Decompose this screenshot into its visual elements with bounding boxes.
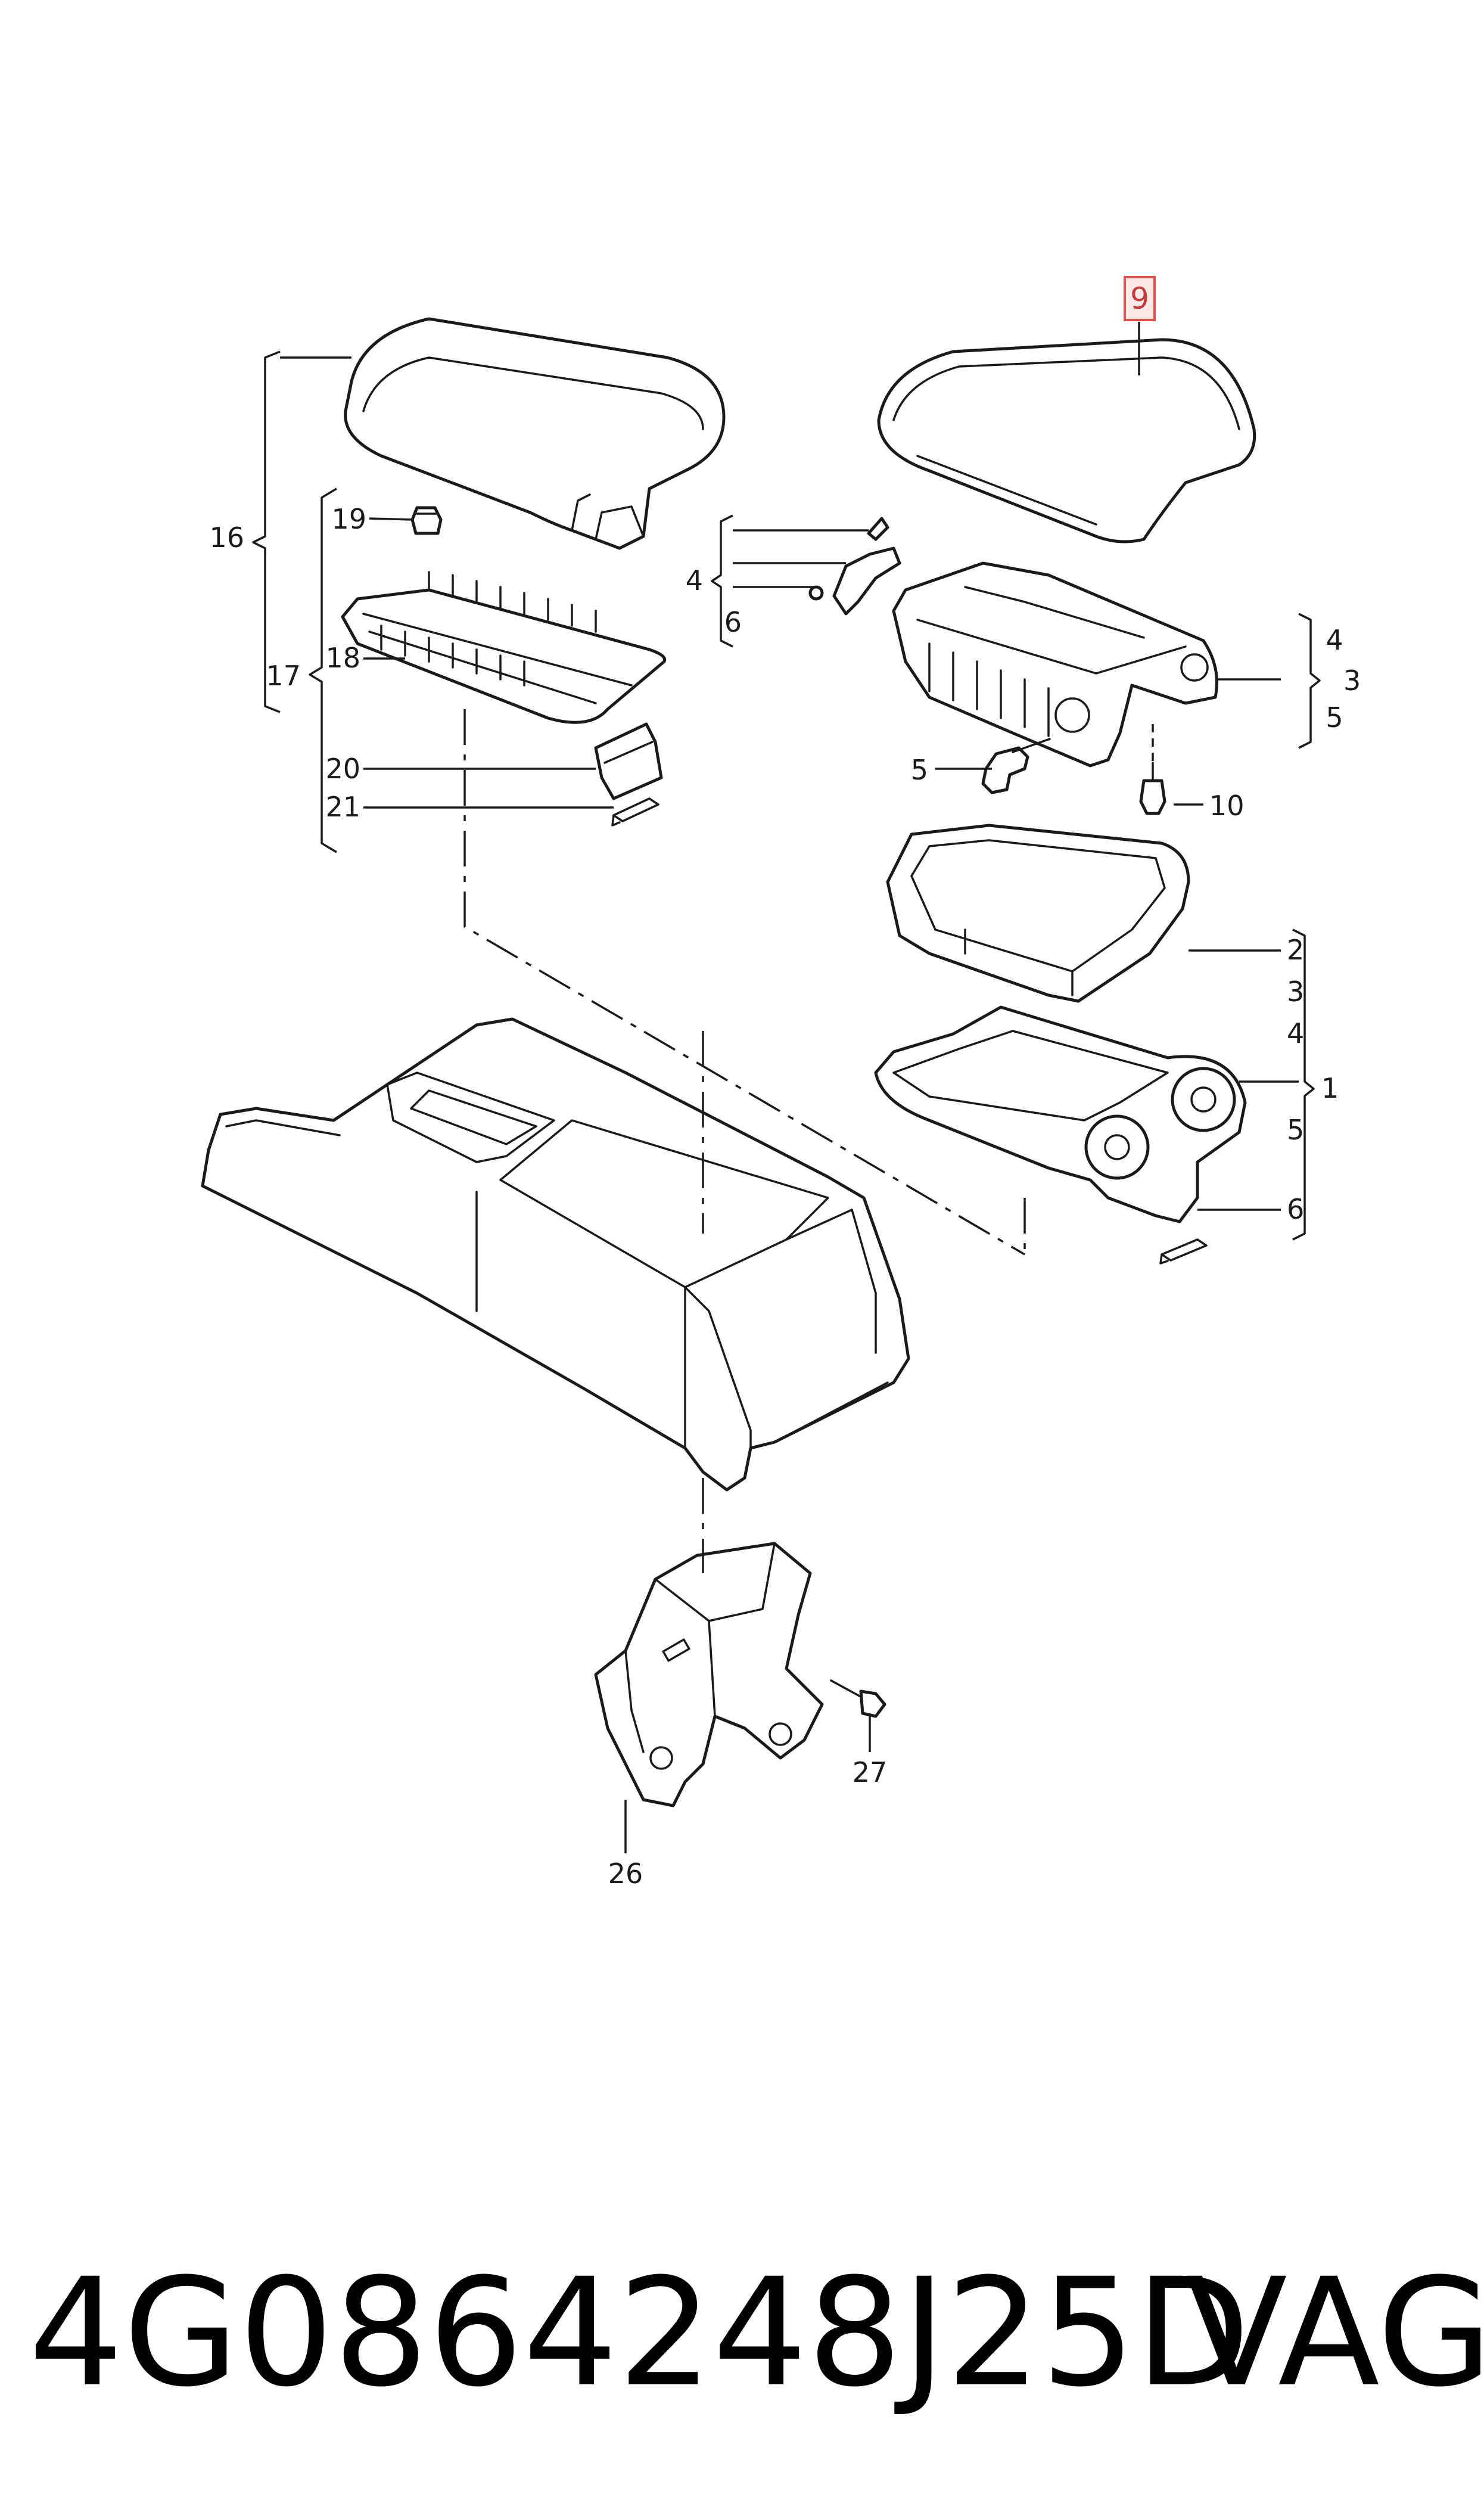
- label-5-right[interactable]: 5: [1326, 701, 1343, 734]
- spring-plate-part-20[interactable]: [594, 722, 663, 800]
- label-10[interactable]: 10: [1209, 790, 1245, 822]
- latch-parts-4-6[interactable]: [808, 517, 901, 616]
- center-console-body[interactable]: [201, 1017, 910, 1492]
- hinge-tray-part-18[interactable]: [341, 571, 667, 724]
- label-5-pin[interactable]: 5: [911, 754, 928, 786]
- clip-part-19[interactable]: [410, 506, 443, 535]
- label-20[interactable]: 20: [325, 753, 360, 785]
- label-26[interactable]: 26: [608, 1858, 643, 1890]
- label-9[interactable]: 9: [1130, 281, 1149, 316]
- label-3-lower[interactable]: 3: [1287, 976, 1304, 1008]
- label-3-right[interactable]: 3: [1343, 664, 1361, 697]
- label-4-lower[interactable]: 4: [1287, 1017, 1304, 1049]
- label-5-lower[interactable]: 5: [1287, 1114, 1304, 1146]
- label-1[interactable]: 1: [1321, 1072, 1339, 1104]
- label-6-left[interactable]: 6: [724, 606, 742, 638]
- label-4-right[interactable]: 4: [1326, 624, 1343, 656]
- highlight-box-9: [1124, 276, 1156, 321]
- screw-part-27[interactable]: [830, 1679, 886, 1718]
- brace-3: [1298, 613, 1321, 749]
- brace-16: [252, 350, 281, 713]
- label-2[interactable]: 2: [1287, 934, 1304, 966]
- screw-part-10[interactable]: [1139, 724, 1166, 815]
- callout-labels: 9 16 17 18 19 20 21 4 6 4 3 5 5 10 2 3 4…: [209, 281, 1361, 1890]
- assembly-lines: [463, 709, 1026, 1573]
- bracket-part-26[interactable]: [594, 1542, 824, 1807]
- label-4-left[interactable]: 4: [686, 564, 703, 597]
- part-number-caption: 4G0864248J25D: [29, 2246, 1250, 2419]
- leader-lines: [280, 322, 1299, 1853]
- label-19[interactable]: 19: [331, 503, 366, 535]
- label-17[interactable]: 17: [266, 660, 301, 692]
- label-16[interactable]: 16: [209, 521, 244, 554]
- pin-part-21[interactable]: [611, 797, 659, 827]
- label-18[interactable]: 18: [325, 642, 360, 674]
- label-21[interactable]: 21: [325, 791, 360, 823]
- pin-part-6-lower[interactable]: [1159, 1238, 1208, 1265]
- pin-part-5[interactable]: [981, 738, 1051, 794]
- armrest-lid-left[interactable]: [344, 317, 726, 550]
- brace-17: [309, 487, 337, 853]
- label-27[interactable]: 27: [853, 1756, 888, 1788]
- brace-4-6: [711, 514, 733, 648]
- hinge-frame-part-3[interactable]: [892, 561, 1218, 768]
- armrest-lid-right-part-9[interactable]: [877, 338, 1256, 543]
- label-6-lower[interactable]: 6: [1287, 1193, 1304, 1225]
- brace-1: [1292, 928, 1315, 1241]
- brand-caption: VAG: [1186, 2246, 1484, 2419]
- armrest-base-part-1[interactable]: [874, 1005, 1247, 1223]
- storage-tray-part-2[interactable]: [886, 824, 1190, 1003]
